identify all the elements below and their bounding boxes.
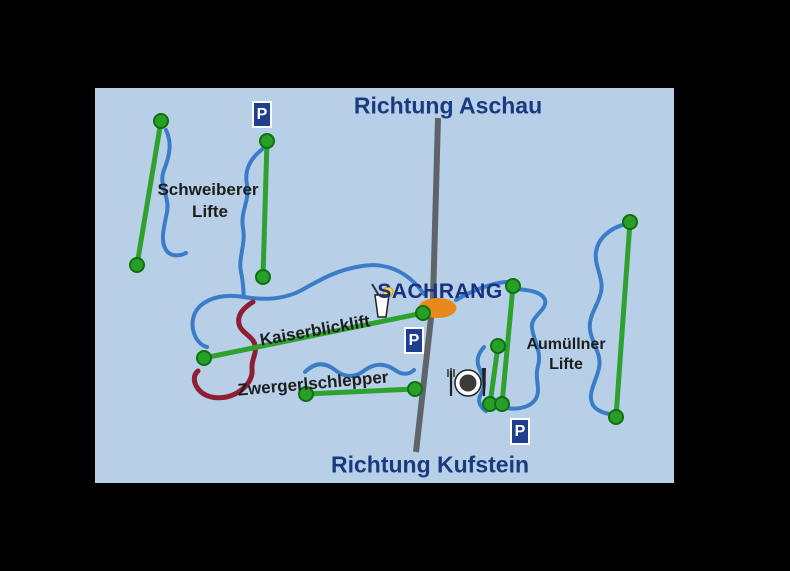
- lift-station-dot: [255, 269, 271, 285]
- lift-station-dot: [490, 338, 506, 354]
- piste-map: Richtung Aschau Richtung Kufstein SACHRA…: [95, 88, 674, 483]
- slope-difficult-red: [191, 299, 258, 401]
- slope-aumullner-right: [587, 222, 628, 416]
- parking-sign-icon: P: [252, 101, 272, 128]
- direction-label-kufstein: Richtung Kufstein: [330, 451, 530, 478]
- cocktail-glass-icon: [371, 283, 394, 318]
- lift-station-dot: [415, 305, 431, 321]
- lift-aumullner-long: [613, 219, 633, 420]
- lift-stations: [129, 113, 638, 425]
- plate-fork-knife-icon: [447, 368, 486, 397]
- slope-lines: [160, 128, 628, 416]
- lift-schweiberer-left: [134, 118, 164, 268]
- slope-zwergerl-wave: [303, 362, 416, 378]
- lift-station-dot: [494, 396, 510, 412]
- lift-station-dot: [196, 350, 212, 366]
- lift-kaiserblick: [201, 310, 426, 361]
- lift-station-dot: [153, 113, 169, 129]
- lift-label-aumullner-line1: Aumüllner: [526, 336, 606, 353]
- slope-aumullner-left: [505, 287, 548, 411]
- lift-lines: [134, 118, 633, 420]
- lift-label-schweiberer-line1: Schweiberer: [157, 180, 259, 199]
- lift-station-dot: [129, 257, 145, 273]
- parking-sign-icon: P: [510, 418, 530, 445]
- lift-station-dot: [407, 381, 423, 397]
- lift-station-dot: [505, 278, 521, 294]
- lift-schweiberer-right: [260, 138, 270, 280]
- direction-label-aschau: Richtung Aschau: [353, 92, 543, 119]
- lift-aumullner-mid: [499, 283, 516, 407]
- lift-station-dot: [608, 409, 624, 425]
- lift-label-schweiberer-line2: Lifte: [192, 202, 228, 221]
- slope-schweiberer-right: [238, 145, 267, 299]
- lift-zwergerl: [303, 386, 418, 397]
- lift-station-dot: [622, 214, 638, 230]
- lift-station-dot: [298, 386, 314, 402]
- slope-schweiberer-left: [160, 128, 188, 258]
- village-label: SACHRANG: [377, 280, 503, 303]
- parking-sign-icon: P: [404, 327, 424, 354]
- lift-aumullner-short: [487, 343, 501, 407]
- lift-label-aumullner-line2: Lifte: [549, 356, 583, 373]
- map-graphics: [129, 113, 638, 453]
- lift-station-dot: [259, 133, 275, 149]
